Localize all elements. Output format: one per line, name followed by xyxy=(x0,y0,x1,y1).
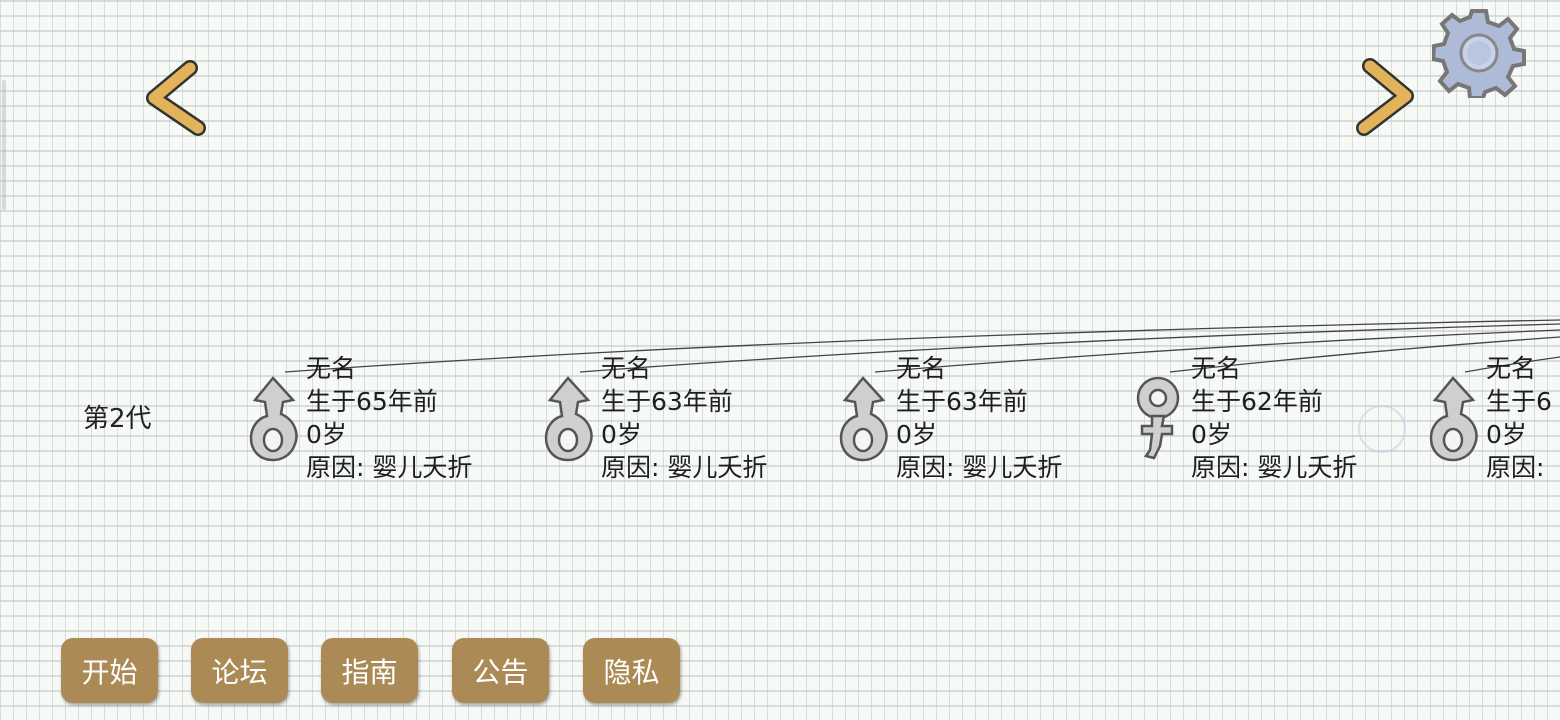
settings-button[interactable] xyxy=(1430,8,1526,100)
member-name: 无名 xyxy=(1486,354,1537,383)
family-member-card[interactable]: 无名 生于65年前 0岁 原因: 婴儿夭折 xyxy=(245,352,535,482)
male-symbol-icon xyxy=(540,374,596,462)
member-age: 0岁 xyxy=(896,420,937,449)
member-name: 无名 xyxy=(896,354,947,383)
male-symbol-icon xyxy=(1425,374,1481,462)
female-symbol-icon xyxy=(1130,374,1186,462)
member-age: 0岁 xyxy=(601,420,642,449)
member-born: 生于6 xyxy=(1486,387,1552,416)
next-generation-button[interactable] xyxy=(1352,58,1418,136)
scrollbar[interactable] xyxy=(2,80,6,210)
member-death-cause: 原因: 婴儿夭折 xyxy=(896,453,1063,482)
forum-button[interactable]: 论坛 xyxy=(191,638,288,703)
generation-label: 第2代 xyxy=(83,404,152,434)
start-button[interactable]: 开始 xyxy=(61,638,158,703)
member-death-cause: 原因: 婴儿夭折 xyxy=(306,453,473,482)
male-symbol-icon xyxy=(835,374,891,462)
member-death-cause: 原因: 婴儿夭折 xyxy=(601,453,768,482)
member-born: 生于63年前 xyxy=(896,387,1028,416)
announcement-button[interactable]: 公告 xyxy=(452,638,549,703)
member-age: 0岁 xyxy=(1191,420,1232,449)
chevron-right-icon xyxy=(1356,58,1414,136)
previous-generation-button[interactable] xyxy=(140,60,210,138)
parent-link-line xyxy=(1169,336,1560,373)
parent-link-line xyxy=(874,329,1560,373)
parent-link-line xyxy=(579,323,1560,373)
privacy-button[interactable]: 隐私 xyxy=(583,638,680,703)
guide-button[interactable]: 指南 xyxy=(321,638,418,703)
male-symbol-icon xyxy=(245,374,301,462)
member-name: 无名 xyxy=(1191,354,1242,383)
member-death-cause: 原因: xyxy=(1486,453,1545,482)
chevron-left-icon xyxy=(146,60,206,136)
touch-indicator xyxy=(1358,405,1406,453)
gear-icon xyxy=(1430,9,1526,100)
member-name: 无名 xyxy=(306,354,357,383)
family-member-card[interactable]: 无名 生于63年前 0岁 原因: 婴儿夭折 xyxy=(540,352,830,482)
member-name: 无名 xyxy=(601,354,652,383)
family-member-card[interactable]: 无名 生于62年前 0岁 原因: 婴儿夭折 xyxy=(1130,352,1420,482)
parent-link-line xyxy=(1464,356,1560,373)
member-born: 生于63年前 xyxy=(601,387,733,416)
member-death-cause: 原因: 婴儿夭折 xyxy=(1191,453,1358,482)
family-member-card[interactable]: 无名 生于63年前 0岁 原因: 婴儿夭折 xyxy=(835,352,1125,482)
family-member-card[interactable]: 无名 生于6 0岁 原因: xyxy=(1425,352,1560,482)
member-age: 0岁 xyxy=(1486,420,1527,449)
member-born: 生于65年前 xyxy=(306,387,438,416)
parent-link-line xyxy=(284,319,1560,373)
member-age: 0岁 xyxy=(306,420,347,449)
member-born: 生于62年前 xyxy=(1191,387,1323,416)
